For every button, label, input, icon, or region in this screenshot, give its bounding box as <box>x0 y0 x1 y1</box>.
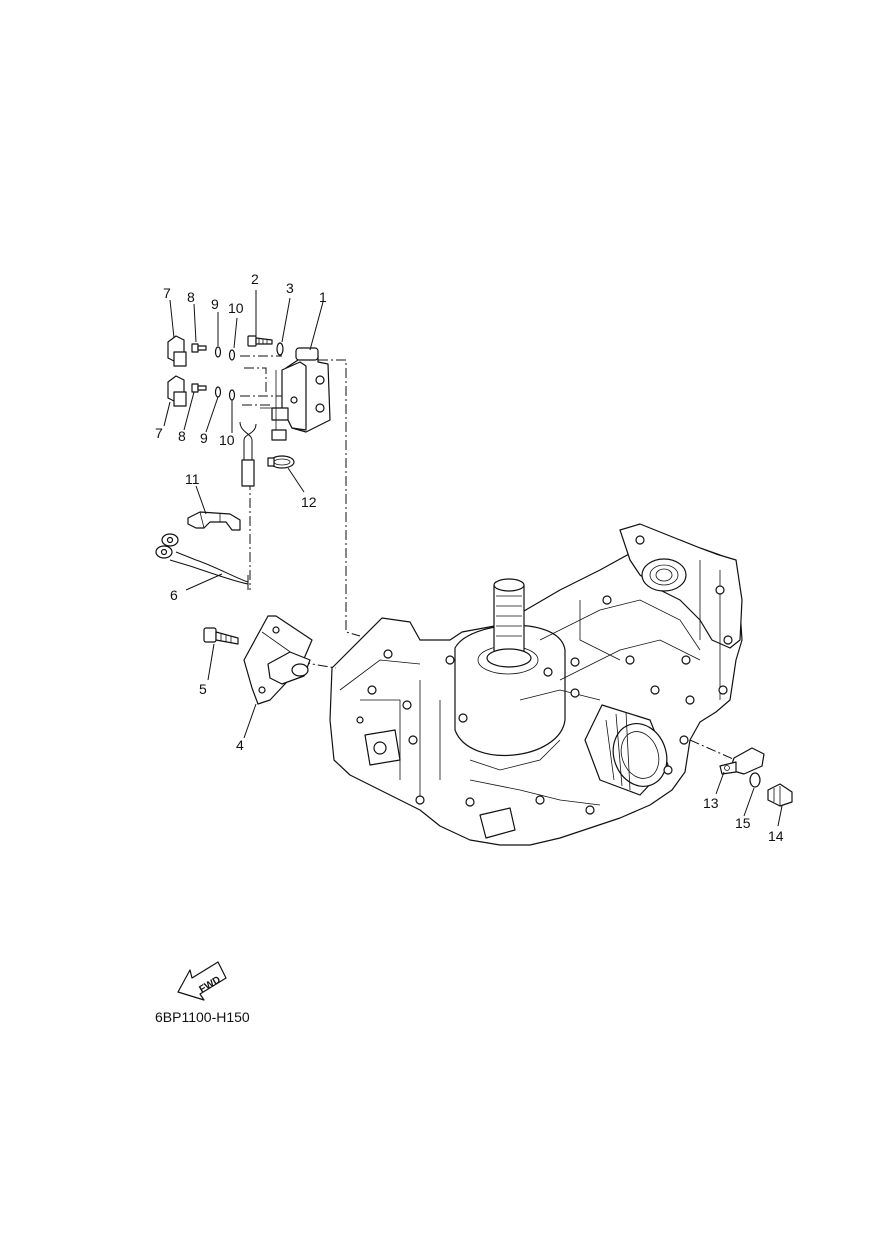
callout-10-lower: 10 <box>219 432 235 448</box>
callout-2: 2 <box>251 271 259 287</box>
washer-part-3 <box>276 342 284 356</box>
callout-10-upper: 10 <box>228 300 244 316</box>
callout-9-upper: 9 <box>211 296 219 312</box>
engine-block-drawing <box>329 523 743 846</box>
washer-part-10-lower <box>228 389 236 401</box>
bolt-part-2 <box>247 335 273 347</box>
screw-part-8-lower <box>191 383 207 393</box>
band-part-12 <box>267 455 295 469</box>
assembly-dash-lines <box>240 355 741 763</box>
clip-part-7-upper <box>167 335 187 367</box>
callout-7-lower: 7 <box>155 425 163 441</box>
callout-9-lower: 9 <box>200 430 208 446</box>
screw-part-8-upper <box>191 343 207 353</box>
callout-4: 4 <box>236 737 244 753</box>
clamp-part-11 <box>187 511 241 531</box>
holder-part-13 <box>719 747 765 775</box>
cdi-unit-part-1 <box>260 347 331 441</box>
callout-13: 13 <box>703 795 719 811</box>
part-code: 6BP1100-H150 <box>155 1009 250 1025</box>
callout-14: 14 <box>768 828 784 844</box>
washer-part-15 <box>749 772 761 788</box>
callout-11: 11 <box>185 471 200 487</box>
callout-3: 3 <box>286 280 294 296</box>
fwd-arrow-icon: FWD <box>177 961 227 1001</box>
callout-12: 12 <box>301 494 317 510</box>
bolt-part-14 <box>767 783 793 807</box>
bolt-part-5 <box>203 627 239 645</box>
callout-15: 15 <box>735 815 751 831</box>
callout-8-upper: 8 <box>187 289 195 305</box>
callout-labels: 1 2 3 4 5 6 7 8 9 10 11 12 13 14 15 7 8 … <box>155 271 784 844</box>
leader-lines <box>163 290 783 827</box>
washer-part-9-lower <box>214 386 222 398</box>
ground-lead-part-6 <box>155 421 257 590</box>
callout-7-upper: 7 <box>163 285 171 301</box>
callout-1: 1 <box>319 289 327 305</box>
washer-part-10-upper <box>228 349 236 361</box>
washer-part-9-upper <box>214 346 222 358</box>
ignition-coil-part-4 <box>243 615 313 705</box>
callout-8-lower: 8 <box>178 428 186 444</box>
clip-part-7-lower <box>167 375 187 407</box>
callout-6: 6 <box>170 587 178 603</box>
callout-5: 5 <box>199 681 207 697</box>
engine-bolts <box>356 535 733 826</box>
